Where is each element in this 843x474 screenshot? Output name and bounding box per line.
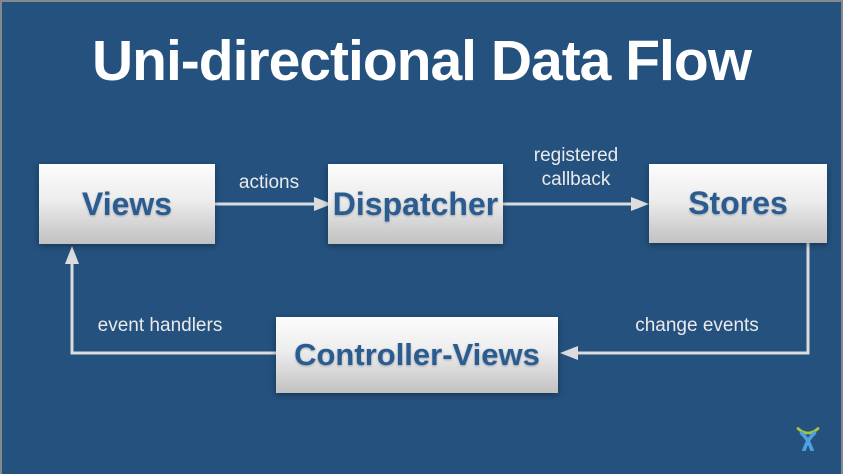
logo-blue-stroke-right bbox=[802, 431, 817, 451]
edge-label-actions: actions bbox=[238, 172, 300, 193]
arrow-dispatcher-to-stores bbox=[503, 197, 649, 211]
node-controller-views: Controller-Views bbox=[276, 317, 558, 393]
node-stores-label: Stores bbox=[688, 185, 788, 221]
arrow-head-up-icon bbox=[65, 246, 79, 264]
arrow-stores-to-controller-views bbox=[560, 243, 810, 360]
edge-label-event-handlers: event handlers bbox=[97, 315, 223, 336]
node-dispatcher: Dispatcher bbox=[328, 164, 503, 244]
page-title: Uni-directional Data Flow bbox=[91, 29, 752, 93]
node-views-label: Views bbox=[81, 185, 173, 222]
node-stores: Stores bbox=[649, 164, 827, 243]
edge-label-change-events: change events bbox=[635, 315, 759, 336]
node-views: Views bbox=[39, 164, 215, 244]
arrow-head-right-icon bbox=[631, 197, 649, 211]
atlassian-logo-icon bbox=[796, 427, 820, 451]
logo-green-arc bbox=[796, 427, 820, 435]
arrow-views-to-dispatcher bbox=[215, 197, 332, 211]
arrow-shaft bbox=[70, 264, 276, 355]
node-controller-views-label: Controller-Views bbox=[294, 337, 540, 372]
arrow-head-left-icon bbox=[560, 346, 578, 360]
edge-label-registered-callback: registered callback bbox=[533, 145, 619, 190]
node-dispatcher-label: Dispatcher bbox=[332, 185, 499, 222]
